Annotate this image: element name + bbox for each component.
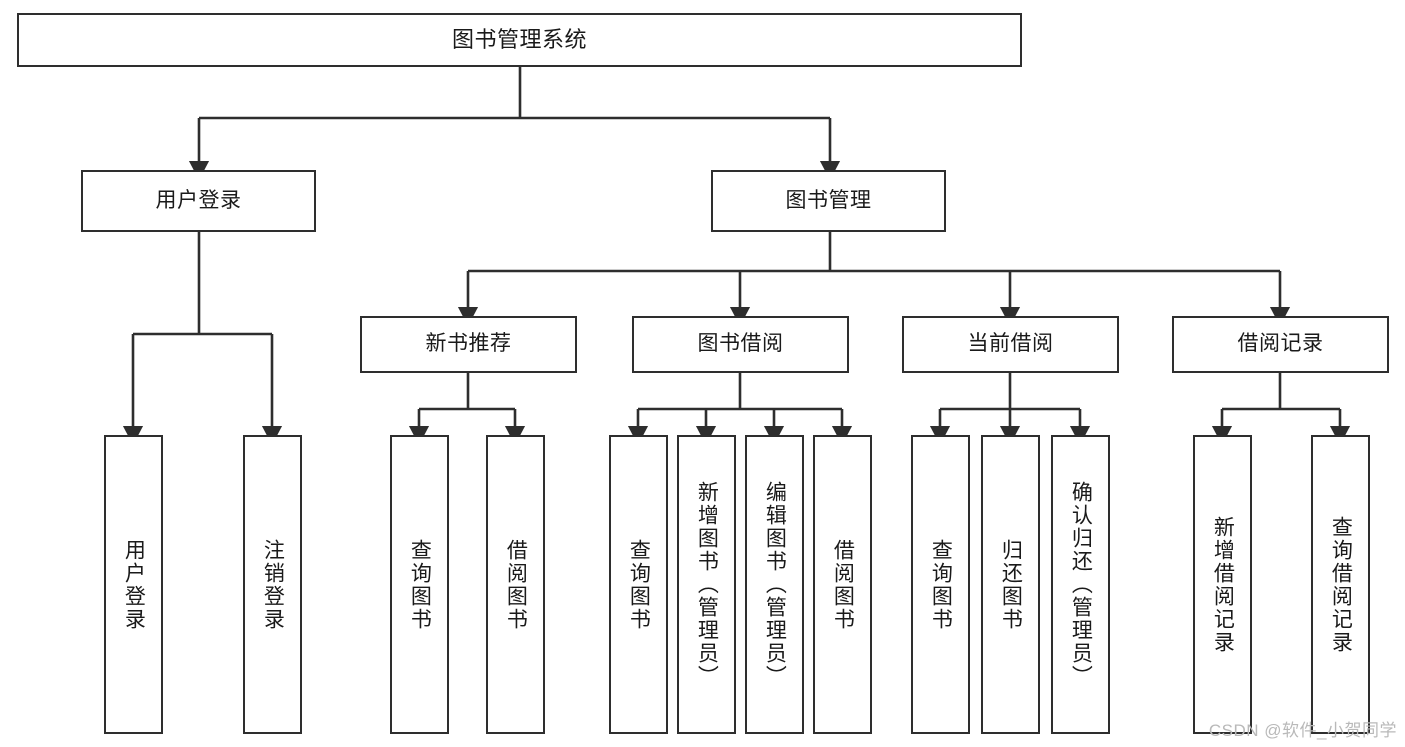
node-borrow-record[interactable]: 借阅记录	[1172, 316, 1389, 373]
node-leaf-query-record[interactable]: 查询借阅记录	[1311, 435, 1370, 734]
node-leaf-add-book[interactable]: 新增图书（管理员）	[677, 435, 736, 734]
node-current-borrow[interactable]: 当前借阅	[902, 316, 1119, 373]
node-new-book-rec-label: 新书推荐	[425, 332, 512, 356]
node-leaf-query-book-1-label: 查询图书	[408, 538, 432, 631]
node-leaf-add-record[interactable]: 新增借阅记录	[1193, 435, 1252, 734]
node-borrow-record-label: 借阅记录	[1237, 332, 1324, 356]
node-leaf-query-book-3[interactable]: 查询图书	[911, 435, 970, 734]
csdn-watermark: CSDN @软件_小贺同学	[1208, 721, 1397, 740]
node-leaf-edit-book-label: 编辑图书（管理员）	[763, 481, 787, 688]
node-leaf-user-login-label: 用户登录	[122, 538, 146, 631]
node-leaf-return-book-label: 归还图书	[999, 538, 1023, 631]
node-book-borrow[interactable]: 图书借阅	[632, 316, 849, 373]
node-leaf-user-logout[interactable]: 注销登录	[243, 435, 302, 734]
edge-book-manage-to-level3	[457, 232, 1291, 327]
node-leaf-query-book-1[interactable]: 查询图书	[390, 435, 449, 734]
node-leaf-return-book[interactable]: 归还图书	[981, 435, 1040, 734]
node-leaf-user-login[interactable]: 用户登录	[104, 435, 163, 734]
edge-borrow-record-to-leaves	[1211, 373, 1351, 446]
node-leaf-borrow-book-2-label: 借阅图书	[831, 538, 855, 631]
node-leaf-confirm-return[interactable]: 确认归还（管理员）	[1051, 435, 1110, 734]
node-current-borrow-label: 当前借阅	[967, 332, 1054, 356]
node-root-label: 图书管理系统	[451, 27, 587, 53]
node-leaf-query-book-3-label: 查询图书	[929, 538, 953, 631]
node-new-book-rec[interactable]: 新书推荐	[360, 316, 577, 373]
node-leaf-borrow-book-1-label: 借阅图书	[504, 538, 528, 631]
node-leaf-query-record-label: 查询借阅记录	[1329, 515, 1353, 654]
edge-current-borrow-to-leaves	[929, 373, 1091, 446]
node-user-login[interactable]: 用户登录	[81, 170, 316, 232]
node-leaf-borrow-book-2[interactable]: 借阅图书	[813, 435, 872, 734]
node-root[interactable]: 图书管理系统	[17, 13, 1022, 67]
node-leaf-query-book-2-label: 查询图书	[627, 538, 651, 631]
edge-book-borrow-to-leaves	[627, 373, 853, 446]
node-book-manage[interactable]: 图书管理	[711, 170, 946, 232]
edge-new-book-rec-to-leaves	[408, 373, 526, 446]
node-leaf-borrow-book-1[interactable]: 借阅图书	[486, 435, 545, 734]
node-leaf-confirm-return-label: 确认归还（管理员）	[1069, 481, 1093, 688]
node-leaf-add-record-label: 新增借阅记录	[1211, 515, 1235, 654]
edge-root-to-level2	[188, 67, 841, 181]
node-leaf-user-logout-label: 注销登录	[261, 538, 285, 631]
node-leaf-query-book-2[interactable]: 查询图书	[609, 435, 668, 734]
node-book-borrow-label: 图书借阅	[697, 332, 784, 356]
node-book-manage-label: 图书管理	[785, 188, 872, 212]
node-leaf-add-book-label: 新增图书（管理员）	[695, 481, 719, 688]
node-leaf-edit-book[interactable]: 编辑图书（管理员）	[745, 435, 804, 734]
edge-user-login-to-leaves	[122, 232, 283, 446]
node-user-login-label: 用户登录	[155, 188, 242, 212]
